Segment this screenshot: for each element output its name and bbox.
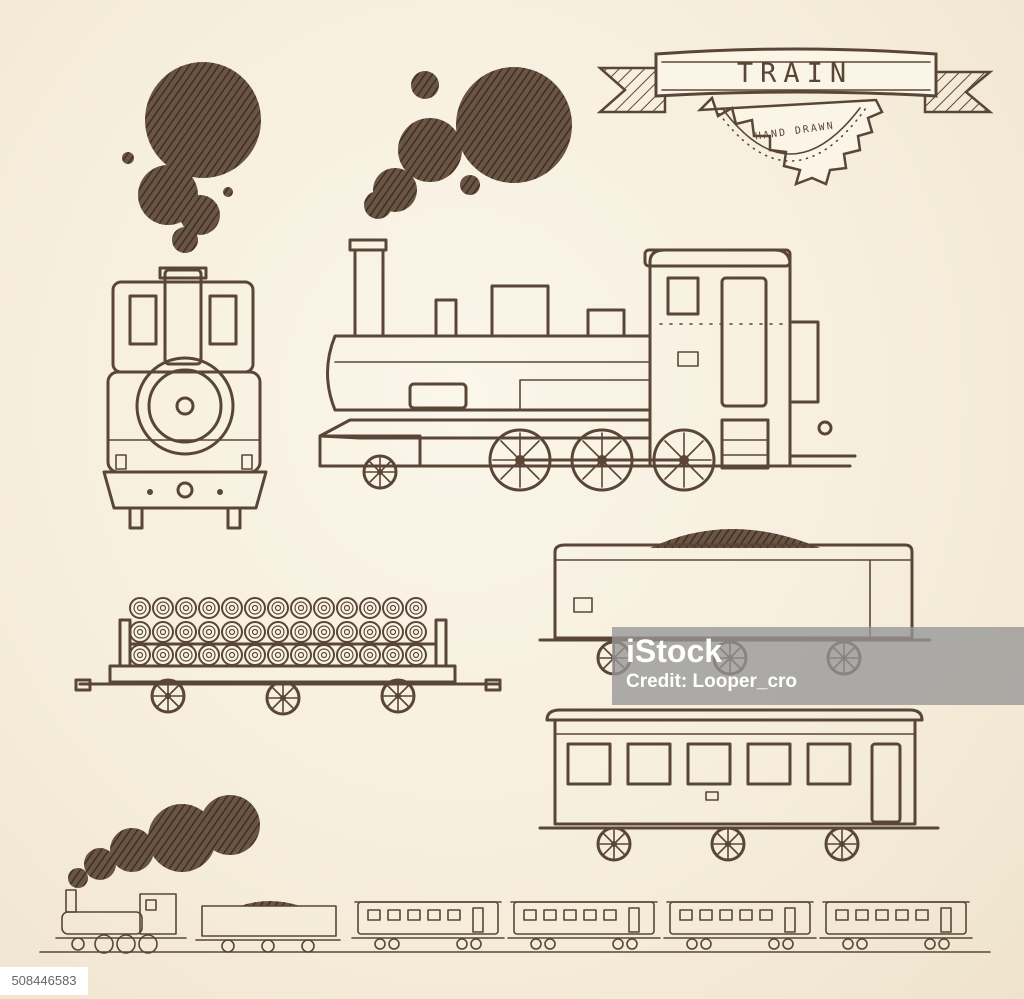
stock-id: 508446583	[0, 967, 88, 995]
watermark-credit: Credit: Looper_cro	[626, 671, 798, 692]
watermark: iStock Credit: Looper_cro	[612, 627, 1024, 705]
smoke-cloud	[122, 62, 261, 253]
locomotive-side-view	[318, 67, 857, 492]
log-pile	[129, 597, 427, 666]
log-wagon	[74, 597, 502, 716]
banner-title: TRAIN	[736, 58, 854, 89]
passenger-car	[538, 708, 940, 862]
smoke-cloud	[68, 795, 260, 888]
full-train	[39, 795, 991, 954]
train-badge	[596, 47, 994, 187]
smoke-cloud	[364, 67, 572, 219]
locomotive-front-view	[102, 62, 268, 530]
watermark-brand: iStock	[626, 633, 723, 669]
